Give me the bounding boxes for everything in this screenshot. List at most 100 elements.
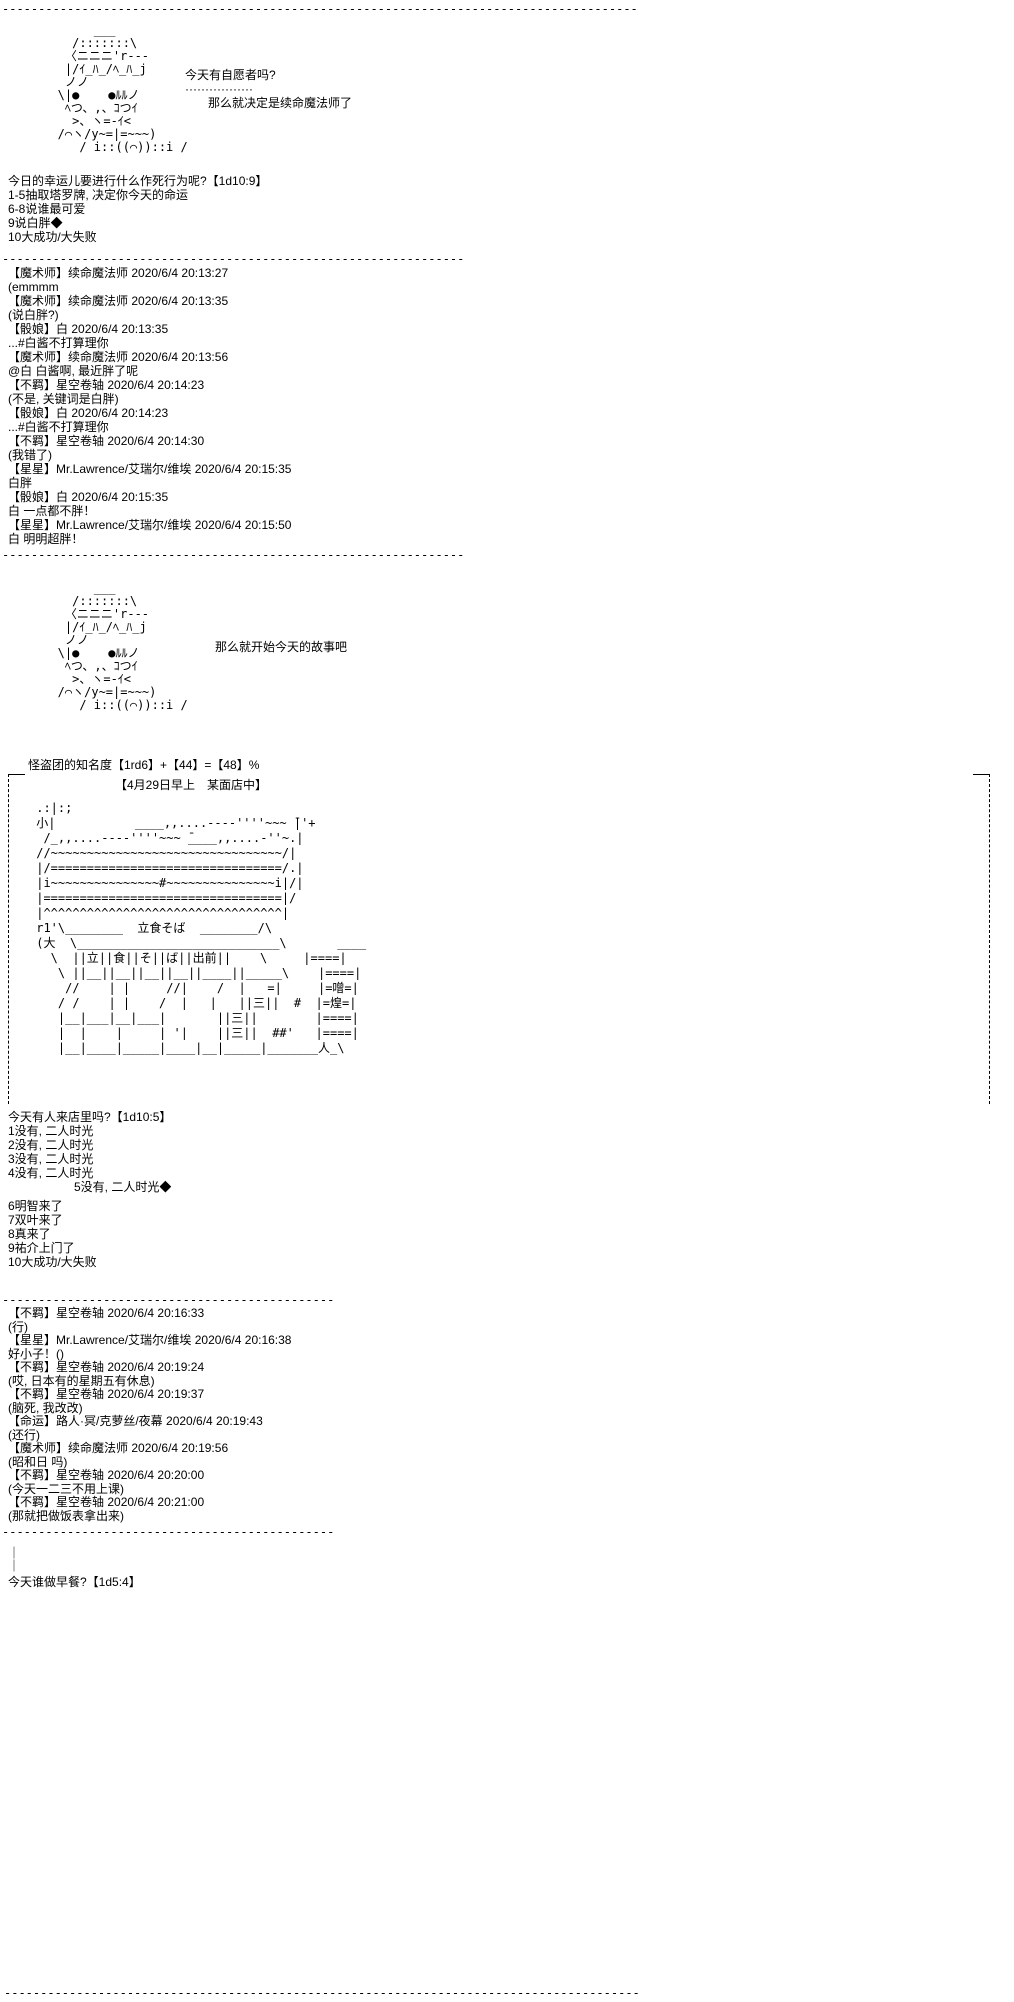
- separator: ----------------------------------------…: [2, 252, 465, 266]
- chat-name: 【魔术师】续命魔法师: [8, 294, 129, 308]
- chat-entry: 【星星】Mr.Lawrence/艾瑞尔/维埃 2020/6/4 20:15:35…: [0, 462, 1014, 490]
- chat-entry-header: 【魔术师】续命魔法师 2020/6/4 20:13:56: [8, 350, 1014, 364]
- chat-name: 【不羁】星空卷轴: [8, 1468, 105, 1482]
- final-dice-question: 今天谁做早餐?【1d5:4】: [8, 1575, 141, 1589]
- chat-name: 【魔术师】续命魔法师: [8, 350, 129, 364]
- dice-roll-prompt: 今日的幸运儿要进行什么作死行为呢?【1d10:9】: [8, 174, 268, 188]
- chat-log-2: 【不羁】星空卷轴 2020/6/4 20:16:33 (行) 【星星】Mr.La…: [0, 1306, 1014, 1523]
- chat-entry-header: 【不羁】星空卷轴 2020/6/4 20:14:23: [8, 378, 1014, 392]
- chat-entry: 【不羁】星空卷轴 2020/6/4 20:19:37 (脑死, 我改改): [0, 1387, 1014, 1415]
- chat-name: 【不羁】星空卷轴: [8, 1387, 105, 1401]
- chat-entry-header: 【骰娘】白 2020/6/4 20:14:23: [8, 406, 1014, 420]
- chat-name: 【骰娘】白: [8, 406, 69, 420]
- chat-entry-header: 【魔术师】续命魔法师 2020/6/4 20:13:27: [8, 266, 1014, 280]
- chat-entry: 【不羁】星空卷轴 2020/6/4 20:14:23 (不是, 关键词是白胖): [0, 378, 1014, 406]
- chat-entry: 【不羁】星空卷轴 2020/6/4 20:21:00 (那就把做饭表拿出来): [0, 1495, 1014, 1523]
- chat-message: (我错了): [8, 448, 52, 462]
- chat-message: (那就把做饭表拿出来): [8, 1508, 124, 1523]
- chat-timestamp: 2020/6/4 20:19:24: [107, 1360, 205, 1374]
- dice-roll-options: 1没有, 二人时光 2没有, 二人时光 3没有, 二人时光 4没有, 二人时光 …: [0, 1124, 1014, 1269]
- roll-option: 8真来了: [8, 1227, 51, 1241]
- roll-option: 9祐介上门了: [8, 1241, 75, 1255]
- roll-option: 10大成功/大失败: [8, 1255, 97, 1269]
- chat-timestamp: 2020/6/4 20:13:56: [131, 350, 229, 364]
- separator: ----------------------------------------…: [2, 2, 638, 16]
- chat-message: 白 一点都不胖！: [8, 504, 96, 518]
- chat-name: 【星星】Mr.Lawrence/艾瑞尔/维埃: [8, 1333, 192, 1347]
- chat-entry: 【魔术师】续命魔法师 2020/6/4 20:13:27 (emmmm: [0, 266, 1014, 294]
- roll-option: 5没有, 二人时光◆: [74, 1180, 172, 1194]
- chat-name: 【星星】Mr.Lawrence/艾瑞尔/维埃: [8, 518, 192, 532]
- chat-timestamp: 2020/6/4 20:19:56: [131, 1441, 229, 1455]
- chat-message: (说白胖?): [8, 308, 59, 322]
- chat-name: 【不羁】星空卷轴: [8, 1495, 105, 1509]
- chat-message: (昭和日 吗): [8, 1454, 68, 1469]
- chat-message: ...#白酱不打算理你: [8, 336, 109, 350]
- chat-timestamp: 2020/6/4 20:13:35: [71, 322, 169, 336]
- chat-entry-header: 【命运】路人·冥/克萝丝/夜幕 2020/6/4 20:19:43: [8, 1414, 1014, 1429]
- chat-entry-header: 【不羁】星空卷轴 2020/6/4 20:19:24: [8, 1360, 1014, 1375]
- roll-option: 9说白胖◆: [8, 216, 63, 230]
- soba-shop-ascii-art: .:|:; 小| ____,,....----''''~~~ ̄|'+ /_,,…: [36, 801, 367, 1055]
- chat-entry: 【魔术师】续命魔法师 2020/6/4 20:13:35 (说白胖?): [0, 294, 1014, 322]
- chat-message: @白 白酱啊, 最近胖了呢: [8, 364, 139, 378]
- chat-log-1: 【魔术师】续命魔法师 2020/6/4 20:13:27 (emmmm 【魔术师…: [0, 266, 1014, 546]
- chat-name: 【星星】Mr.Lawrence/艾瑞尔/维埃: [8, 462, 192, 476]
- panel-frame-marks: ｜ ｜: [8, 1546, 21, 1573]
- chat-entry: 【骰娘】白 2020/6/4 20:14:23 ...#白酱不打算理你: [0, 406, 1014, 434]
- dice-roll-prompt: 今天有人来店里吗?【1d10:5】: [8, 1110, 172, 1124]
- speech-text: 那么就开始今天的故事吧: [215, 640, 348, 654]
- roll-option: 6-8说谁最可爱: [8, 202, 86, 216]
- chat-timestamp: 2020/6/4 20:19:43: [166, 1414, 263, 1428]
- separator: ----------------------------------------…: [2, 548, 465, 562]
- chat-name: 【不羁】星空卷轴: [8, 1360, 105, 1374]
- chat-message: 白 明明超胖！: [8, 532, 84, 546]
- chat-timestamp: 2020/6/4 20:14:23: [107, 378, 205, 392]
- chat-entry-header: 【魔术师】续命魔法师 2020/6/4 20:19:56: [8, 1441, 1014, 1456]
- chat-message: (脑死, 我改改): [8, 1400, 83, 1415]
- separator: ----------------------------------------…: [2, 1293, 335, 1307]
- chat-name: 【骰娘】白: [8, 322, 69, 336]
- roll-option: 10大成功/大失败: [8, 230, 97, 244]
- chat-name: 【不羁】星空卷轴: [8, 378, 105, 392]
- mage-ascii-art: ___ /:::::::\ 〈ニニニ'r--- |/ｲ_ﾊ_/ﾍ_ﾊ_j ノノ …: [57, 23, 188, 154]
- chat-entry: 【不羁】星空卷轴 2020/6/4 20:16:33 (行): [0, 1306, 1014, 1334]
- chat-entry: 【骰娘】白 2020/6/4 20:15:35 白 一点都不胖！: [0, 490, 1014, 518]
- speech-text: 那么就决定是续命魔法师了: [208, 96, 353, 110]
- aa-scene-mage-story-start: ___ /:::::::\ 〈ニニニ'r--- |/ｲ_ﾊ_/ﾍ_ﾊ_j ノノ …: [0, 570, 1014, 754]
- chat-entry-header: 【不羁】星空卷轴 2020/6/4 20:14:30: [8, 434, 1014, 448]
- roll-option: 1-5抽取塔罗牌, 决定你今天的命运: [8, 188, 189, 202]
- roll-option: 3没有, 二人时光: [8, 1152, 94, 1166]
- chat-entry-header: 【星星】Mr.Lawrence/艾瑞尔/维埃 2020/6/4 20:16:38: [8, 1333, 1014, 1348]
- chat-name: 【不羁】星空卷轴: [8, 434, 105, 448]
- chat-entry-header: 【骰娘】白 2020/6/4 20:13:35: [8, 322, 1014, 336]
- chat-timestamp: 2020/6/4 20:13:35: [131, 294, 229, 308]
- chat-entry: 【魔术师】续命魔法师 2020/6/4 20:19:56 (昭和日 吗): [0, 1441, 1014, 1469]
- separator: ----------------------------------------…: [2, 1525, 335, 1539]
- chat-message: (不是, 关键词是白胖): [8, 392, 119, 406]
- fame-roll-line: 怪盗团的知名度【1rd6】+【44】=【48】%: [28, 758, 260, 772]
- chat-name: 【骰娘】白: [8, 490, 69, 504]
- roll-option: 1没有, 二人时光: [8, 1124, 94, 1138]
- chat-message: ...#白酱不打算理你: [8, 420, 109, 434]
- speech-dots: ·················: [185, 82, 253, 96]
- chat-message: (今天一二三不用上课): [8, 1481, 124, 1496]
- chat-name: 【不羁】星空卷轴: [8, 1306, 105, 1320]
- chat-timestamp: 2020/6/4 20:20:00: [107, 1468, 205, 1482]
- chat-entry: 【不羁】星空卷轴 2020/6/4 20:19:24 (哎, 日本有的星期五有休…: [0, 1360, 1014, 1388]
- chat-entry-header: 【魔术师】续命魔法师 2020/6/4 20:13:35: [8, 294, 1014, 308]
- chat-message: (哎, 日本有的星期五有休息): [8, 1373, 155, 1388]
- chat-message: 好小子！(): [8, 1346, 64, 1361]
- chat-timestamp: 2020/6/4 20:15:35: [194, 462, 292, 476]
- chat-entry: 【不羁】星空卷轴 2020/6/4 20:14:30 (我错了): [0, 434, 1014, 462]
- chat-entry: 【魔术师】续命魔法师 2020/6/4 20:13:56 @白 白酱啊, 最近胖…: [0, 350, 1014, 378]
- roll-option: 4没有, 二人时光: [8, 1166, 94, 1180]
- chat-message: (还行): [8, 1427, 40, 1442]
- chat-entry-header: 【星星】Mr.Lawrence/艾瑞尔/维埃 2020/6/4 20:15:35: [8, 462, 1014, 476]
- roll-option: 6明智来了: [8, 1199, 63, 1213]
- chat-timestamp: 2020/6/4 20:13:27: [131, 266, 229, 280]
- chat-entry-header: 【不羁】星空卷轴 2020/6/4 20:19:37: [8, 1387, 1014, 1402]
- chat-entry-header: 【不羁】星空卷轴 2020/6/4 20:20:00: [8, 1468, 1014, 1483]
- aa-scene-mage-intro: ___ /:::::::\ 〈ニニニ'r--- |/ｲ_ﾊ_/ﾍ_ﾊ_j ノノ …: [0, 16, 1014, 174]
